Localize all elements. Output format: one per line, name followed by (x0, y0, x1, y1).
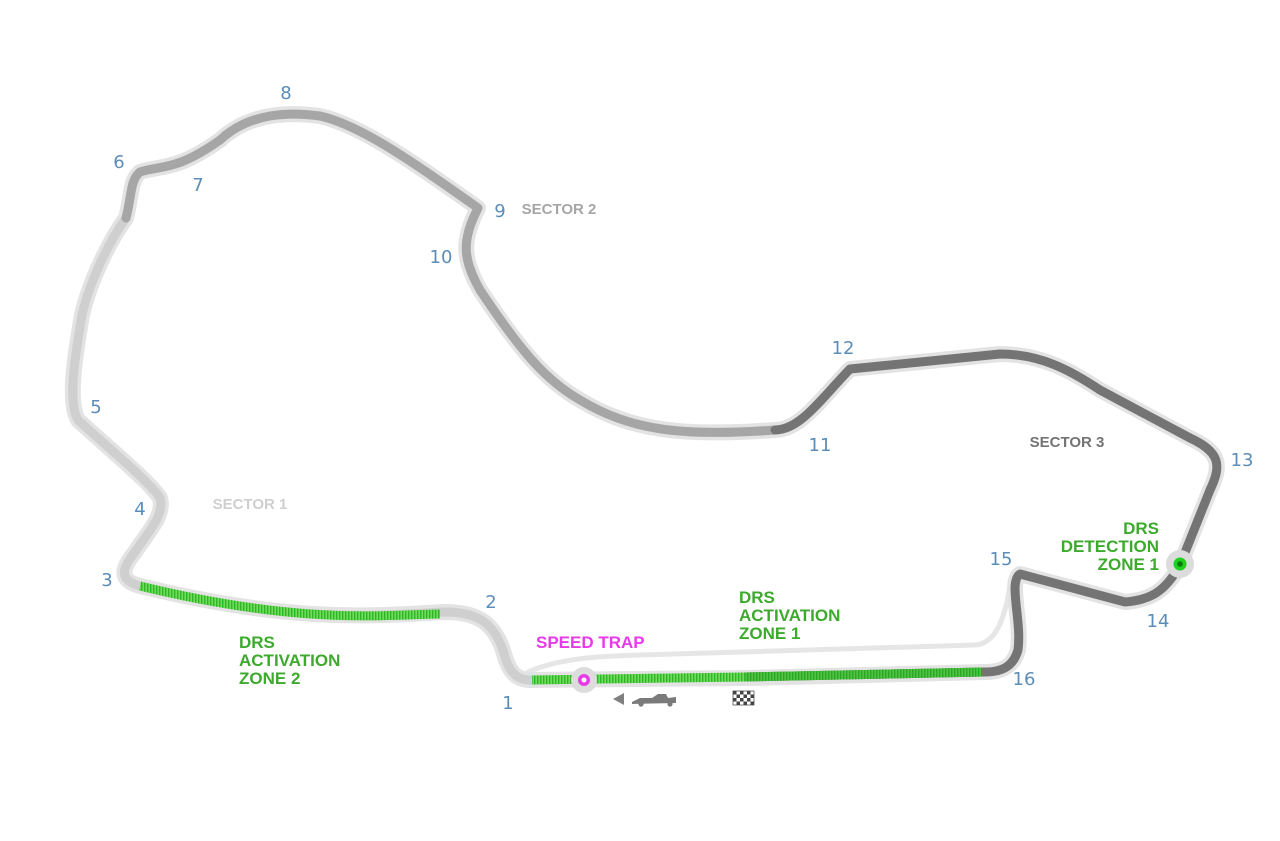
f1-car-icon (632, 694, 676, 707)
svg-text:ACTIVATION: ACTIVATION (239, 651, 340, 670)
turn-1-label: 1 (502, 693, 513, 714)
svg-text:DRS: DRS (1123, 519, 1159, 538)
drs-activation-zone-2-label: DRS ACTIVATION ZONE 2 (239, 633, 340, 688)
sector-2-label: SECTOR 2 (522, 201, 597, 218)
sector-3-label: SECTOR 3 (1030, 434, 1105, 451)
svg-text:DRS: DRS (239, 633, 275, 652)
svg-text:DETECTION: DETECTION (1061, 537, 1159, 556)
turn-8-label: 8 (280, 83, 291, 104)
turn-5-label: 5 (90, 397, 101, 418)
turn-14-label: 14 (1147, 611, 1170, 632)
chequered-flag-icon (732, 690, 755, 706)
drs-detection-zone-1-label: DRS DETECTION ZONE 1 (1061, 519, 1159, 574)
pit-lane (525, 582, 1013, 675)
track-sector-2 (121, 109, 780, 437)
track-sector-3 (740, 349, 1222, 682)
svg-text:DRS: DRS (739, 588, 775, 607)
turn-9-label: 9 (494, 201, 505, 222)
svg-text:ZONE 1: ZONE 1 (1098, 555, 1159, 574)
direction-arrow-icon (613, 693, 624, 705)
speed-trap-label: SPEED TRAP (536, 633, 645, 652)
turn-3-label: 3 (101, 570, 112, 591)
turn-15-label: 15 (990, 549, 1013, 570)
turn-6-label: 6 (113, 152, 124, 173)
track-sector-1 (68, 213, 750, 685)
track-outline (64, 106, 1225, 688)
turn-2-label: 2 (485, 592, 496, 613)
svg-text:ZONE 2: ZONE 2 (239, 669, 300, 688)
turn-16-label: 16 (1013, 669, 1036, 690)
turn-4-label: 4 (134, 499, 145, 520)
turn-13-label: 13 (1231, 450, 1254, 471)
sector-1-label: SECTOR 1 (213, 496, 288, 513)
svg-text:ACTIVATION: ACTIVATION (739, 606, 840, 625)
drs-zone-1-track (531, 667, 983, 685)
turn-11-label: 11 (809, 435, 832, 456)
turn-7-label: 7 (192, 175, 203, 196)
turn-12-label: 12 (832, 338, 855, 359)
drs-zone-2-track (138, 581, 441, 621)
svg-text:ZONE 1: ZONE 1 (739, 624, 800, 643)
drs-activation-zone-1-label: DRS ACTIVATION ZONE 1 (739, 588, 840, 643)
turn-10-label: 10 (430, 247, 453, 268)
